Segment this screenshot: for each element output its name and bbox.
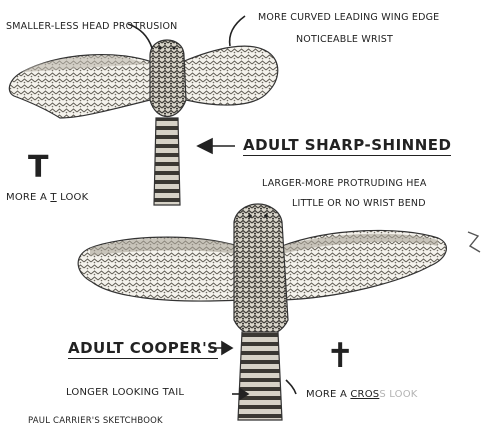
sharp-shinned-title: ADULT SHARP-SHINNED [243, 136, 451, 156]
coopers-head-note: LARGER-MORE PROTRUDING HEA [262, 178, 427, 189]
coopers-title: ADULT COOPER'S [68, 339, 218, 359]
sharp-shinned-shape-note: MORE A T LOOK [6, 192, 88, 203]
cross-shape-symbol: ✝ [326, 336, 355, 376]
sharp-shinned-head-note: SMALLER-LESS HEAD PROTRUSION [6, 21, 178, 32]
sharp-shinned-wrist-note: NOTICEABLE WRIST [296, 34, 393, 45]
coopers-wrist-note: LITTLE OR NO WRIST BEND [292, 198, 426, 209]
coopers-shape-note: MORE A CROSS LOOK [306, 389, 418, 400]
coopers-tail-note: LONGER LOOKING TAIL [66, 387, 184, 398]
t-shape-symbol: T [28, 150, 49, 185]
sharp-shinned-wing-note: MORE CURVED LEADING WING EDGE [258, 12, 439, 23]
sharp-shinned-hawk-sketch [9, 40, 277, 205]
sketchbook-signature: PAUL CARRIER'S SKETCHBOOK [28, 416, 163, 426]
